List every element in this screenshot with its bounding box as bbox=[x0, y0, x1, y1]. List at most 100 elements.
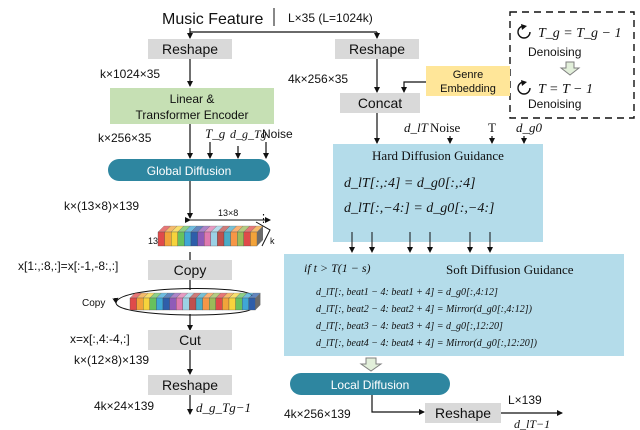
soft-eq-3: d_lT[:, beat3 − 4: beat3 + 4] = d_g0[:,1… bbox=[316, 321, 503, 332]
soft-eq-4: d_lT[:, beat4 − 4: beat4 + 4] = Mirror(d… bbox=[316, 338, 538, 349]
legend-eq-1: T_g = T_g − 1 bbox=[538, 26, 621, 41]
tensor-width-label: 13×8 bbox=[218, 208, 238, 218]
copy-label: Copy bbox=[174, 262, 207, 278]
cut-label: Cut bbox=[179, 332, 201, 348]
dg0-input-label: d_g0 bbox=[516, 120, 543, 135]
hard-guidance-title: Hard Diffusion Guidance bbox=[372, 148, 504, 163]
local-diffusion-label: Local Diffusion bbox=[331, 378, 410, 392]
soft-eq-1: d_lT[:, beat1 − 4: beat1 + 4] = d_g0[:,4… bbox=[316, 287, 498, 298]
left-reshape2-box bbox=[148, 375, 232, 395]
copy-formula: x[1:,:8,:]=x[:-1,-8:,:] bbox=[18, 259, 118, 273]
left-output-label: d_g_Tg−1 bbox=[196, 400, 251, 415]
tensor-cell bbox=[149, 297, 157, 311]
left-noise-label: Noise bbox=[262, 127, 293, 141]
hard-to-soft-arrows bbox=[349, 232, 493, 253]
tensor-cell bbox=[182, 297, 190, 311]
tensor-cell bbox=[230, 231, 238, 247]
tensor-cell bbox=[222, 297, 230, 311]
tensor-cell bbox=[250, 231, 258, 247]
left-dim-2: k×256×35 bbox=[98, 131, 152, 145]
hard-eq-2: d_lT[:,−4:] = d_g0[:,−4:] bbox=[344, 201, 494, 216]
legend-eq-2: T = T − 1 bbox=[538, 82, 593, 97]
cut-box bbox=[148, 330, 232, 350]
tensor-depth-bracket bbox=[255, 221, 271, 247]
tensor-cell bbox=[237, 231, 244, 247]
legend-label-1: Denoising bbox=[528, 45, 581, 59]
tensor-side bbox=[255, 293, 261, 310]
tensor-cell bbox=[204, 231, 211, 247]
left-reshape-label: Reshape bbox=[162, 41, 218, 57]
copy-curve bbox=[115, 287, 253, 304]
tensor-cell bbox=[210, 231, 218, 247]
loop-icon bbox=[517, 25, 531, 39]
right-dim-1: 4k×256×35 bbox=[288, 72, 348, 86]
tensor-height-label: 139 bbox=[148, 236, 163, 246]
tensor-cell bbox=[189, 297, 197, 311]
loop-arrowhead-icon bbox=[521, 24, 527, 30]
tensor-cell bbox=[162, 297, 170, 311]
tensor-cell bbox=[197, 231, 205, 247]
copy-curve-lower bbox=[112, 297, 253, 316]
copy-box bbox=[148, 260, 232, 280]
global-diffusion-label: Global Diffusion bbox=[147, 164, 232, 178]
left-reshape-box bbox=[148, 39, 232, 59]
soft-guidance-box bbox=[284, 254, 624, 356]
right-noise-label: Noise bbox=[430, 120, 461, 135]
tensor-cell bbox=[209, 297, 216, 311]
down-arrow-icon bbox=[359, 357, 383, 372]
tensor-cell bbox=[157, 231, 165, 247]
right-output-label: d_lT−1 bbox=[514, 417, 550, 430]
tensor-cell bbox=[176, 297, 183, 311]
encoder-box bbox=[110, 88, 274, 124]
loop-icon bbox=[517, 81, 531, 95]
tensor-cell bbox=[223, 231, 231, 247]
tensor-cell bbox=[156, 297, 164, 311]
tensor-cell bbox=[242, 297, 249, 311]
right-reshape-box bbox=[335, 39, 419, 59]
left-dim-1: k×1024×35 bbox=[100, 67, 160, 81]
tensor-cell bbox=[195, 297, 203, 311]
tensor-depth-label: k bbox=[270, 236, 275, 246]
right-reshape2-box bbox=[425, 403, 501, 423]
tensor-cell bbox=[228, 297, 236, 311]
right-dim-2: 4k×256×139 bbox=[284, 407, 351, 421]
arrow-local-to-reshape bbox=[371, 395, 425, 415]
dlt-input-label: d_lT bbox=[404, 120, 429, 135]
global-diffusion-box bbox=[108, 159, 270, 181]
tensor-side bbox=[257, 226, 263, 246]
tensor-cell bbox=[143, 297, 150, 311]
down-arrow-icon bbox=[559, 61, 581, 76]
split-line bbox=[189, 28, 377, 33]
soft-eq-2: d_lT[:, beat2 − 4: beat2 + 4] = Mirror(d… bbox=[316, 304, 533, 315]
tensor-cell bbox=[235, 297, 243, 311]
output-shape: L×139 bbox=[508, 393, 542, 407]
music-feature-title: Music Feature bbox=[162, 11, 263, 28]
tensor-cell bbox=[177, 231, 185, 247]
left-dim-3: k×(13×8)×139 bbox=[64, 199, 139, 213]
left-dim-4: k×(12×8)×139 bbox=[74, 353, 149, 367]
right-reshape2-label: Reshape bbox=[435, 405, 491, 421]
tensor-cell bbox=[202, 297, 210, 311]
hard-guidance-box bbox=[333, 144, 543, 242]
t-input-label: T bbox=[488, 120, 496, 135]
tensor-blocks-global bbox=[157, 225, 264, 247]
music-feature-shape: L×35 (L=1024k) bbox=[288, 11, 373, 25]
left-reshape2-label: Reshape bbox=[162, 377, 218, 393]
tensor-cell bbox=[164, 231, 172, 247]
tensor-cell bbox=[129, 297, 137, 311]
soft-condition: if t > T(1 − s) bbox=[304, 261, 371, 275]
cut-formula: x=x[:,4:-4,:] bbox=[70, 332, 130, 346]
right-reshape-label: Reshape bbox=[349, 41, 405, 57]
genre-embedding-box bbox=[426, 66, 510, 96]
genre-label-1: Genre bbox=[453, 69, 484, 81]
tg-label: T_g bbox=[205, 126, 226, 141]
loop-arrowhead-icon bbox=[521, 80, 527, 86]
encoder-label-1: Linear & bbox=[170, 92, 215, 106]
local-diffusion-box bbox=[290, 373, 450, 395]
genre-label-2: Embedding bbox=[440, 83, 496, 95]
soft-guidance-title: Soft Diffusion Guidance bbox=[446, 262, 574, 277]
tensor-cell bbox=[243, 231, 251, 247]
tensor-cell bbox=[136, 297, 144, 311]
